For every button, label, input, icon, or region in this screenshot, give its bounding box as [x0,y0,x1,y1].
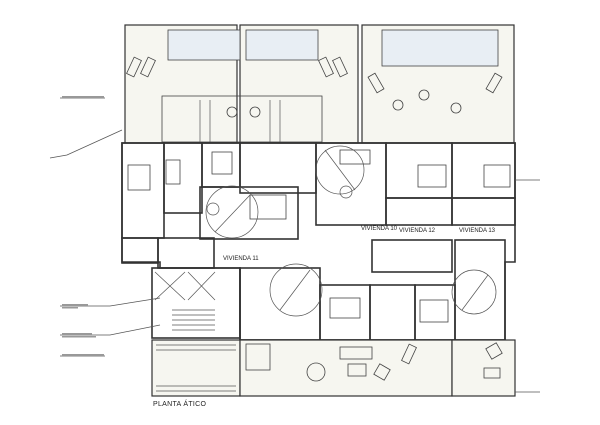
apartments [121,142,516,341]
annotation-text-marks [62,96,104,356]
hot-tub [245,343,271,371]
unit-label-vivienda-11: VIVIENDA 11 [222,256,260,263]
stair-core [151,267,241,339]
pool [245,29,319,61]
unit-label-vivienda-13: VIVIENDA 13 [458,228,497,235]
hot-tub [211,151,233,175]
unit-label-vivienda-12: VIVIENDA 12 [398,228,437,235]
pool [167,29,241,61]
lower-terraces [151,151,516,397]
upper-terraces [124,24,515,144]
drawing-caption: PLANTA ÁTICO [153,401,207,408]
unit-label-vivienda-10: VIVIENDA 10 [360,226,399,233]
pool [381,29,499,67]
